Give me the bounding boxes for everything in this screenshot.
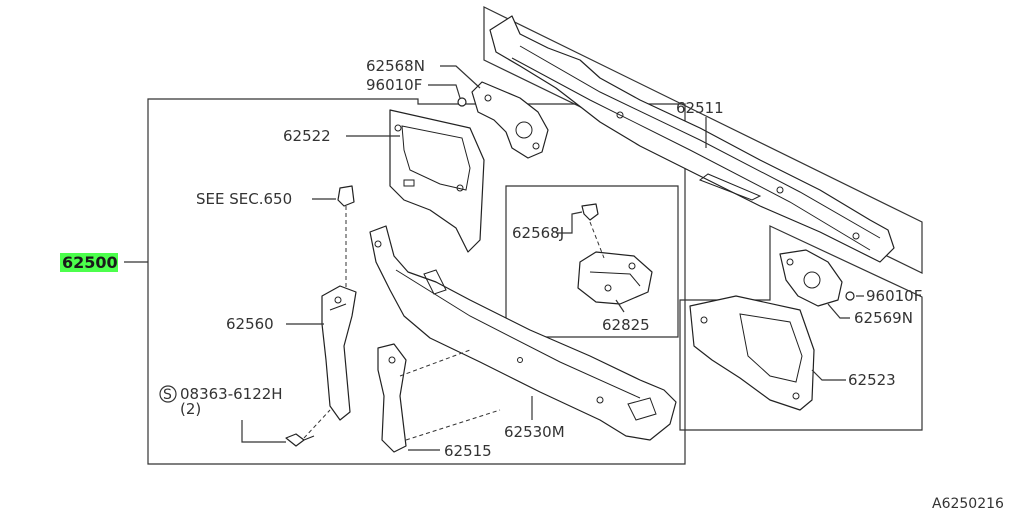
label-62522[interactable]: 62522	[283, 127, 331, 145]
bumper-rubber	[337, 185, 355, 207]
dash-bolt-to-stay	[303, 409, 331, 439]
figure-code: A6250216	[932, 496, 1004, 512]
clip-62568J	[581, 203, 599, 221]
assembly-frame-right	[679, 225, 923, 431]
leader-62569N	[827, 303, 850, 319]
label-62523[interactable]: 62523	[848, 371, 896, 389]
label-see-sec-650[interactable]: SEE SEC.650	[196, 190, 292, 208]
label-62568N[interactable]: 62568N	[366, 57, 425, 75]
bolt-08363-6122H	[285, 433, 315, 447]
clip-96010F-top	[457, 97, 467, 107]
lower-member-62530M	[369, 225, 677, 441]
label-96010F-right[interactable]: 96010F	[866, 287, 922, 305]
label-62560[interactable]: 62560	[226, 315, 274, 333]
bracket-62568N	[471, 81, 549, 159]
bolt-symbol-circle	[159, 385, 177, 403]
side-panel-62523	[689, 295, 815, 411]
leader-62825	[615, 299, 625, 313]
label-62569N[interactable]: 62569N	[854, 309, 913, 327]
label-62511[interactable]: 62511	[676, 99, 724, 117]
label-96010F-top[interactable]: 96010F	[366, 76, 422, 94]
assembly-frame-upper	[483, 6, 923, 274]
label-62515[interactable]: 62515	[444, 442, 492, 460]
stay-62560	[321, 285, 357, 421]
leader-62523	[811, 369, 846, 381]
leader-62568N	[440, 65, 481, 89]
label-bolt-part[interactable]: 08363-6122H	[180, 385, 283, 403]
label-62530M[interactable]: 62530M	[504, 423, 565, 441]
highlight-62500	[60, 253, 118, 272]
dash-stay-to-member-2	[399, 349, 471, 377]
label-bolt-qty: (2)	[180, 400, 201, 418]
label-62568J[interactable]: 62568J	[512, 224, 564, 242]
assembly-frame-center	[505, 185, 679, 338]
leader-62568J	[556, 211, 583, 234]
label-bolt-symbol: S	[163, 387, 172, 403]
label-62825[interactable]: 62825	[602, 316, 650, 334]
side-panel-62522	[389, 109, 485, 253]
label-62500[interactable]: 62500	[62, 253, 118, 272]
upper-support-62511	[489, 15, 895, 263]
clip-96010F-right	[845, 291, 855, 301]
dash-stay-to-member	[405, 409, 501, 441]
assembly-frame-main	[147, 98, 686, 465]
bracket-62569N	[779, 249, 843, 307]
leader-bolt	[241, 420, 286, 443]
bracket-62825	[577, 251, 653, 305]
leader-96010F-top	[428, 84, 461, 99]
stay-62515	[377, 343, 407, 453]
